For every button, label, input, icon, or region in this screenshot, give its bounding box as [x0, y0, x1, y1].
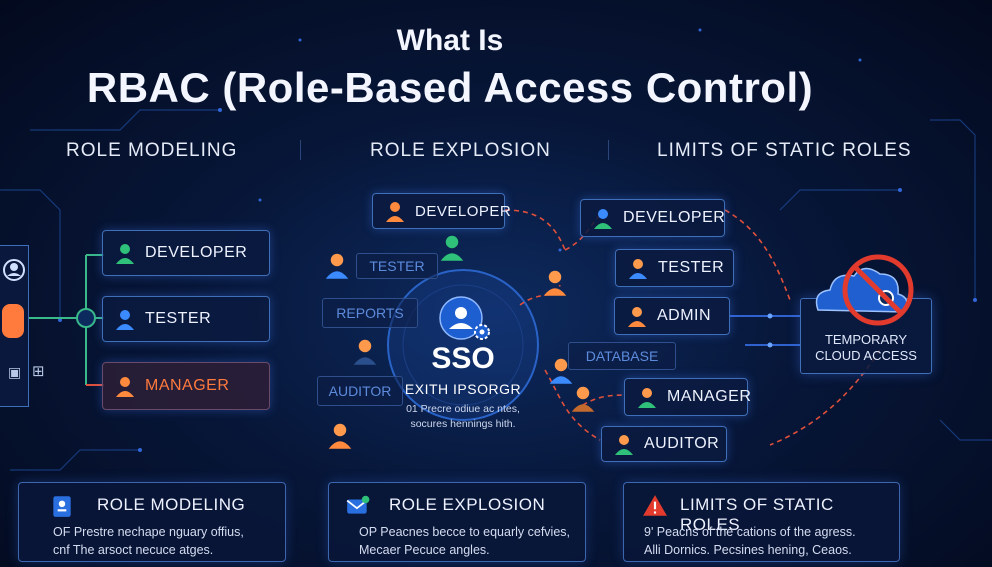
person-icon — [440, 235, 464, 261]
role-label-developer: DEVELOPER — [145, 244, 248, 261]
static-role-auditor-label: AUDITOR — [644, 435, 720, 452]
card-desc-line-2: Mecaer Pecuce angles. — [359, 543, 490, 557]
static-role-auditor[interactable]: AUDITOR — [601, 426, 727, 462]
sso-label: SSO — [431, 342, 495, 375]
column-header-limits: LIMITS OF STATIC ROLES — [657, 140, 912, 161]
user-icon — [2, 259, 25, 338]
manager-person-icon — [638, 388, 656, 408]
card-desc: OF Prestre nechape nguary offius, cnf Th… — [53, 523, 244, 559]
column-divider — [300, 140, 301, 160]
manager-person-icon — [116, 377, 134, 397]
card-role-explosion: ROLE EXPLOSION OP Peacnes becce to equar… — [328, 482, 586, 562]
person-icon — [353, 339, 377, 365]
admin-person-icon — [628, 307, 646, 327]
cloud-access-line-1: TEMPORARY — [824, 332, 908, 347]
column-header-role-explosion: ROLE EXPLOSION — [370, 140, 551, 161]
static-role-admin-label: ADMIN — [657, 307, 712, 324]
explosion-developer-label: DEVELOPER — [415, 202, 512, 220]
static-role-manager-label: MANAGER — [667, 388, 752, 405]
column-divider — [608, 140, 609, 160]
card-title: ROLE EXPLOSION — [389, 495, 546, 514]
card-title: ROLE MODELING — [97, 495, 246, 514]
static-role-developer-label: DEVELOPER — [623, 209, 726, 226]
cloud-access-line-2: CLOUD ACCESS — [815, 348, 917, 363]
person-icon — [571, 386, 595, 412]
static-role-admin[interactable]: ADMIN — [614, 297, 730, 335]
sso-subtitle: EXITH IPSORGR — [404, 381, 522, 397]
tester-person-icon — [116, 310, 134, 330]
column-header-role-modeling: ROLE MODELING — [66, 140, 238, 161]
tester-person-icon — [629, 259, 647, 279]
card-desc-line-1: OP Peacnes becce to equarly cefvies, — [359, 525, 570, 539]
person-icon — [328, 423, 352, 449]
user-panel: ▣ — [0, 245, 29, 407]
lock-icon: ▣ — [8, 364, 22, 380]
developer-person-icon — [116, 244, 134, 264]
person-icon — [325, 253, 349, 279]
sso-desc-1: 01 Precre odiue ac ntes, — [406, 403, 520, 415]
warning-icon — [643, 495, 667, 516]
mail-icon — [346, 495, 370, 514]
sso-desc-2: socures hennings hith. — [410, 418, 516, 430]
role-box-tester[interactable]: TESTER — [102, 296, 270, 342]
role-box-developer[interactable]: DEVELOPER — [102, 230, 270, 276]
id-badge-icon — [53, 496, 71, 517]
role-label-tester: TESTER — [145, 310, 212, 327]
static-role-tester-label: TESTER — [658, 259, 725, 276]
explosion-tester[interactable]: TESTER — [356, 253, 438, 279]
cloud-prohibited-icon — [815, 254, 914, 326]
card-desc: OP Peacnes becce to equarly cefvies, Mec… — [359, 523, 570, 559]
developer-person-icon — [594, 209, 612, 229]
card-role-modeling: ROLE MODELING OF Prestre nechape nguary … — [18, 482, 286, 562]
card-desc-line-1: 9' Peacns of the cations of the agress. — [644, 525, 856, 539]
role-box-manager[interactable]: MANAGER — [102, 362, 270, 410]
sso-user-gear-icon — [439, 296, 490, 340]
static-role-developer[interactable]: DEVELOPER — [580, 199, 725, 237]
role-label-manager: MANAGER — [145, 377, 230, 394]
cart-icon: ⊞ — [32, 363, 45, 380]
static-role-manager[interactable]: MANAGER — [624, 378, 752, 416]
card-desc-line-2: Alli Dornics. Pecsines hening, Ceaos. — [644, 543, 852, 557]
card-desc: 9' Peacns of the cations of the agress. … — [644, 523, 856, 559]
card-desc-line-2: cnf The arsoct necuce atges. — [53, 543, 214, 557]
person-icon — [543, 270, 567, 296]
explosion-reports[interactable]: REPORTS — [322, 298, 418, 328]
explosion-auditor[interactable]: AUDITOR — [317, 376, 403, 406]
card-desc-line-1: OF Prestre nechape nguary offius, — [53, 525, 244, 539]
person-icon — [549, 358, 573, 384]
explosion-developer[interactable]: DEVELOPER — [372, 193, 511, 229]
title-line-1: What Is — [396, 24, 504, 57]
card-title: LIMITS OF STATIC ROLES — [680, 495, 834, 534]
developer-person-icon — [386, 202, 404, 222]
auditor-person-icon — [615, 435, 633, 455]
card-limits-static-roles: LIMITS OF STATIC ROLES 9' Peacns of the … — [623, 482, 900, 562]
static-role-tester[interactable]: TESTER — [615, 249, 734, 287]
title-line-2: RBAC (Role-Based Access Control) — [86, 64, 814, 111]
explosion-database[interactable]: DATABASE — [568, 342, 676, 370]
